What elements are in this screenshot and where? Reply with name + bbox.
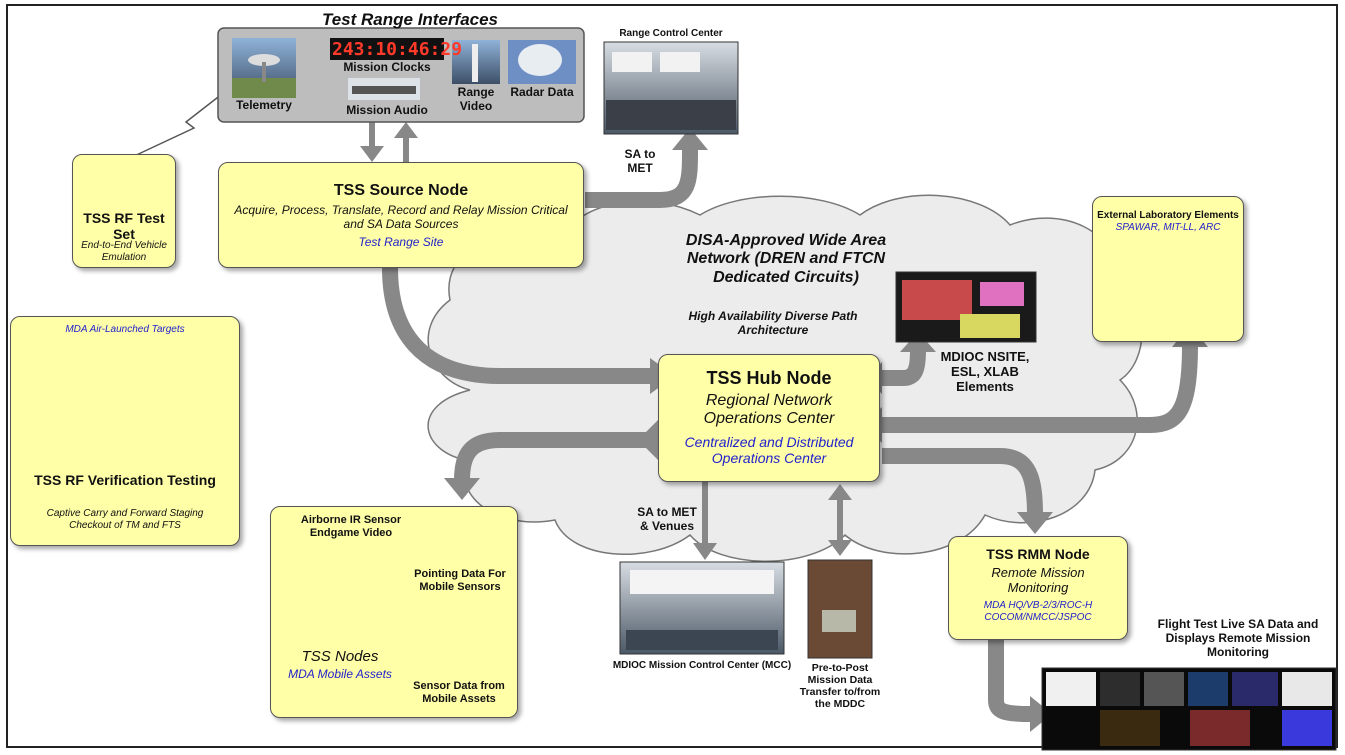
radar-data-label: Radar Data <box>510 85 574 99</box>
telemetry-photo <box>232 38 296 98</box>
rmm-node-sub: MDA HQ/VB-2/3/ROC-H COCOM/NMCC/JSPOC <box>983 600 1093 623</box>
range-video-photo <box>452 40 500 84</box>
mobile-assets-box <box>270 506 518 718</box>
airborne-sensor-label: Airborne IR Sensor Endgame Video <box>300 514 402 539</box>
range-control-photo <box>603 41 739 135</box>
air-launched-subtitle: Captive Carry and Forward Staging Checko… <box>46 508 204 531</box>
rmm-node-line: Remote Mission Monitoring <box>991 565 1085 595</box>
rf-verification-caption: TSS RF Verification Testing <box>34 472 216 488</box>
hub-node-title: TSS Hub Node <box>706 368 832 388</box>
air-launched-box <box>10 316 240 546</box>
mission-clocks-display <box>330 38 444 60</box>
mission-clock-readout: 243:10:46:29 <box>332 39 463 60</box>
mddc-label: Pre-to-Post Mission Data Transfer to/fro… <box>799 662 881 711</box>
source-node-site: Test Range Site <box>358 235 444 249</box>
source-node-desc: Acquire, Process, Translate, Record and … <box>234 203 568 231</box>
mdioc-top-label: MDIOC NSITE, ESL, XLAB Elements <box>940 349 1030 394</box>
flight-test-label: Flight Test Live SA Data and Displays Re… <box>1157 617 1319 659</box>
hub-node-sub: Centralized and Distributed Operations C… <box>684 434 854 467</box>
rf-test-set-subtitle: End-to-End Vehicle Emulation <box>81 240 167 263</box>
rf-test-set-box <box>72 154 176 268</box>
mission-audio-photo <box>348 78 420 100</box>
rmm-node-title: TSS RMM Node <box>986 546 1090 562</box>
mcc-room-photo <box>619 561 785 655</box>
sa-to-met-label: SA to MET <box>624 147 656 175</box>
hub-node-box <box>658 354 880 482</box>
range-video-label: Range Video <box>457 85 495 113</box>
wan-subtitle: High Availability Diverse Path Architect… <box>688 309 858 337</box>
sensor-data-label: Sensor Data from Mobile Assets <box>413 680 505 705</box>
external-lab-title: External Laboratory Elements <box>1097 210 1239 221</box>
test-range-title: Test Range Interfaces <box>321 10 499 29</box>
air-launched-title: MDA Air-Launched Targets <box>65 324 185 335</box>
flow-arrows <box>382 149 1198 722</box>
source-node-box <box>218 162 584 268</box>
wan-title: DISA-Approved Wide Area Network (DREN an… <box>685 232 887 286</box>
thin-arrows <box>360 122 852 560</box>
mission-clocks-label: Mission Clocks <box>343 60 431 74</box>
pointing-data-label: Pointing Data For Mobile Sensors <box>414 568 506 593</box>
tss-nodes-label: TSS Nodes <box>301 648 379 665</box>
flight-test-displays-photo <box>1041 667 1337 751</box>
mddc-photo <box>807 559 873 659</box>
mdioc-screens-photo <box>895 271 1037 343</box>
mcc-label: MDIOC Mission Control Center (MCC) <box>612 660 792 671</box>
source-node-title: TSS Source Node <box>333 182 469 199</box>
range-control-label: Range Control Center <box>619 28 723 39</box>
external-lab-orgs: SPAWAR, MIT-LL, ARC <box>1115 222 1221 233</box>
sa-met-venues-label: SA to MET & Venues <box>637 505 697 533</box>
rf-test-set-title: TSS RF Test Set <box>83 210 165 243</box>
mission-audio-label: Mission Audio <box>346 103 428 117</box>
rmm-node-box <box>948 536 1128 640</box>
hub-node-line: Regional Network Operations Center <box>703 392 835 428</box>
radar-photo <box>508 40 576 84</box>
telemetry-label: Telemetry <box>236 98 292 112</box>
external-lab-box <box>1092 196 1244 342</box>
mobile-assets-label: MDA Mobile Assets <box>288 667 392 681</box>
diagram-frame <box>6 4 1338 748</box>
